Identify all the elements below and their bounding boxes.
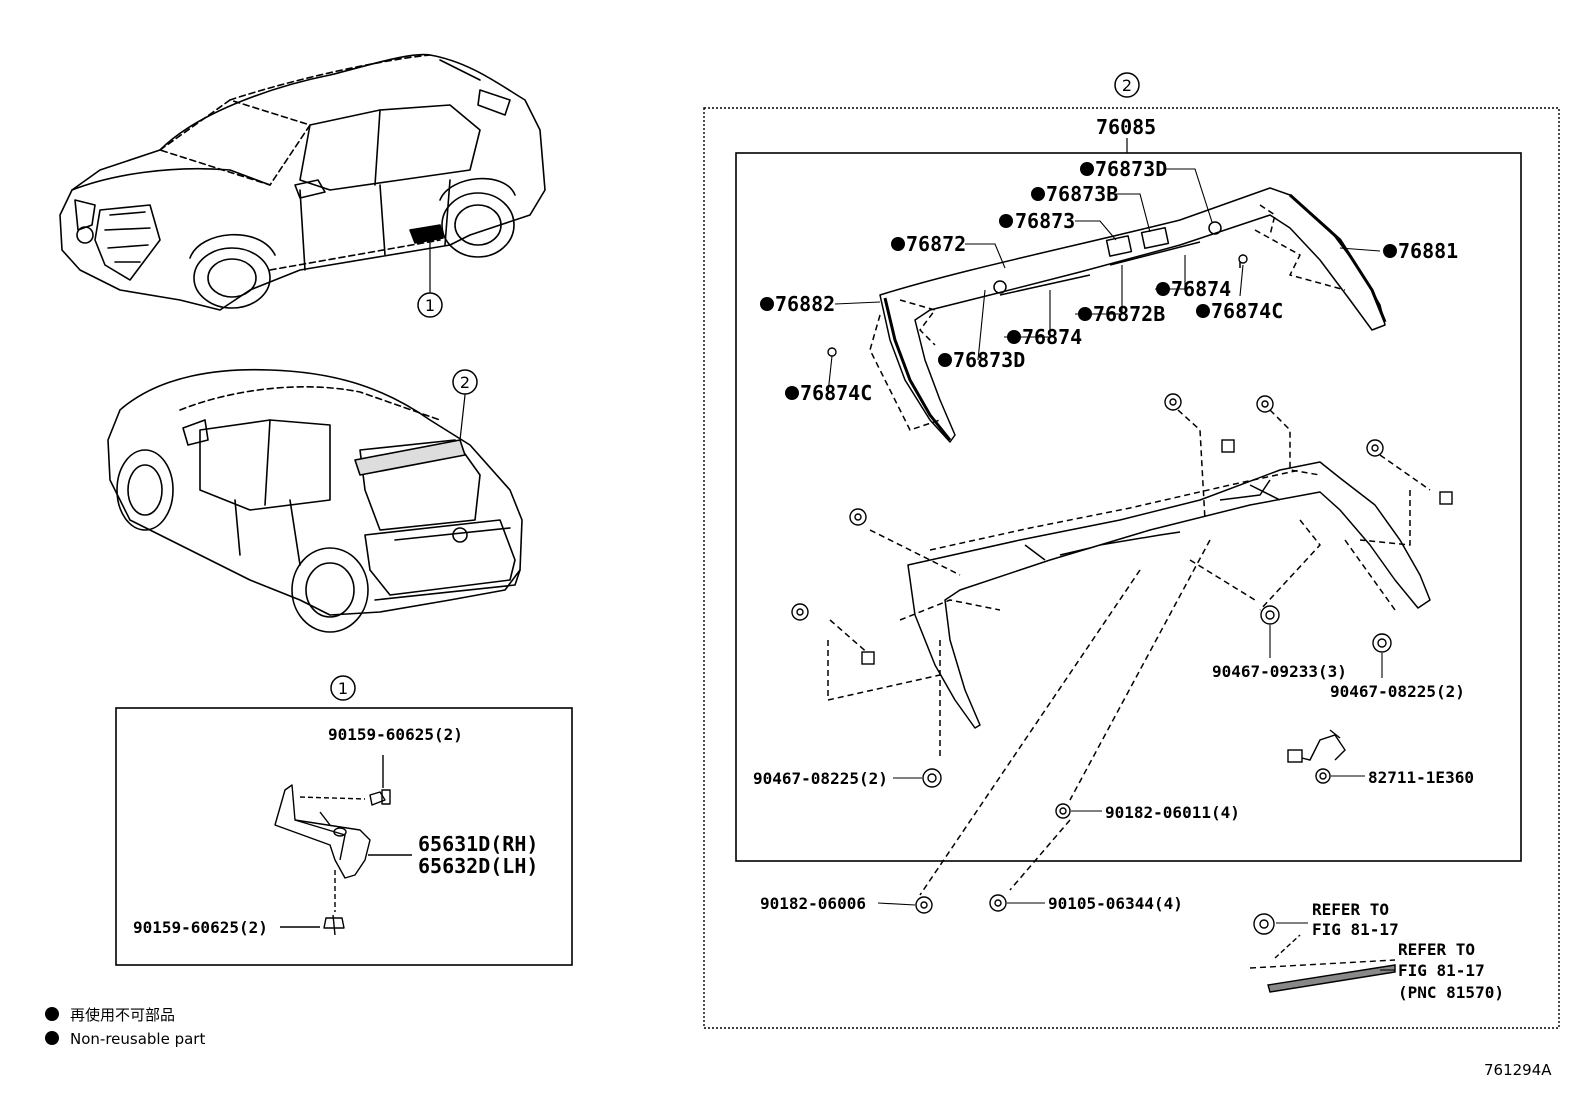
vehicle-front-view: [59, 53, 546, 311]
legend-jp: 再使用不可部品: [70, 1006, 175, 1024]
box2-part-3: 76872: [906, 232, 966, 256]
box1-drawing: [274, 755, 412, 936]
figure-code: 761294A: [1484, 1061, 1552, 1079]
box2-part-18: 90105-06344(4): [1048, 894, 1183, 913]
box2-part-7: 76872B: [1093, 302, 1165, 326]
callout-1-car: 1: [417, 292, 443, 318]
box2-part-19: REFER TO: [1312, 900, 1389, 919]
box2-part-11: 76874C: [800, 381, 872, 405]
legend: 再使用不可部品 Non-reusable part: [45, 1006, 205, 1048]
box2-part-8: 76874C: [1211, 299, 1283, 323]
box2-part-1: 76873B: [1046, 182, 1118, 206]
box2-part-12: 90467-09233(3): [1212, 662, 1347, 681]
box2-part-2: 76873: [1015, 209, 1075, 233]
trim-strip-drawing: [1249, 934, 1396, 993]
leader-lines: [827, 168, 1395, 971]
box2-part-5: 76874: [1171, 277, 1231, 301]
box1-part-0: 90159-60625(2): [328, 725, 463, 744]
detail-box-1: [115, 707, 573, 966]
fasteners: [791, 254, 1453, 935]
svg-text:1: 1: [338, 679, 348, 698]
svg-text:1: 1: [425, 296, 435, 315]
box2-part-10: 76873D: [953, 348, 1025, 372]
box2-part-13: 90467-08225(2): [1330, 682, 1465, 701]
assembly-number: 76085: [1096, 115, 1156, 139]
box1-part-1: 65631D(RH): [418, 832, 538, 856]
box2-part-21: REFER TO: [1398, 940, 1475, 959]
main-spoiler-drawing: [827, 409, 1431, 896]
svg-text:2: 2: [460, 373, 470, 392]
non-reusable-dot-icon: [45, 1031, 59, 1045]
non-reusable-dot-icon: [45, 1007, 59, 1021]
callout-2-box-title: 2: [1114, 72, 1140, 98]
box2-part-0: 76873D: [1095, 157, 1167, 181]
callout-1-box-title: 1: [330, 675, 356, 701]
connector-drawing: [1287, 729, 1346, 763]
box1-part-2: 65632D(LH): [418, 854, 538, 878]
box1-part-3: 90159-60625(2): [133, 918, 268, 937]
box2-part-17: 90182-06006: [760, 894, 866, 913]
detail-box-2-outer: [703, 107, 1560, 1029]
box2-part-14: 90467-08225(2): [753, 769, 888, 788]
callout-2-car: 2: [452, 369, 478, 395]
box2-part-20: FIG 81-17: [1312, 920, 1399, 939]
box2-part-22: FIG 81-17: [1398, 961, 1485, 980]
upper-spoiler-drawing: [829, 187, 1387, 443]
box2-part-6: 76882: [775, 292, 835, 316]
vehicle-rear-view: [107, 368, 523, 633]
svg-text:2: 2: [1122, 76, 1132, 95]
legend-en: Non-reusable part: [70, 1030, 205, 1048]
box2-part-15: 82711-1E360: [1368, 768, 1474, 787]
box2-part-4: 76881: [1398, 239, 1458, 263]
non-reusable-markers: [760, 162, 1397, 400]
box2-part-16: 90182-06011(4): [1105, 803, 1240, 822]
box2-part-9: 76874: [1022, 325, 1082, 349]
detail-box-2-inner: [735, 152, 1522, 862]
box2-part-23: (PNC 81570): [1398, 983, 1504, 1002]
